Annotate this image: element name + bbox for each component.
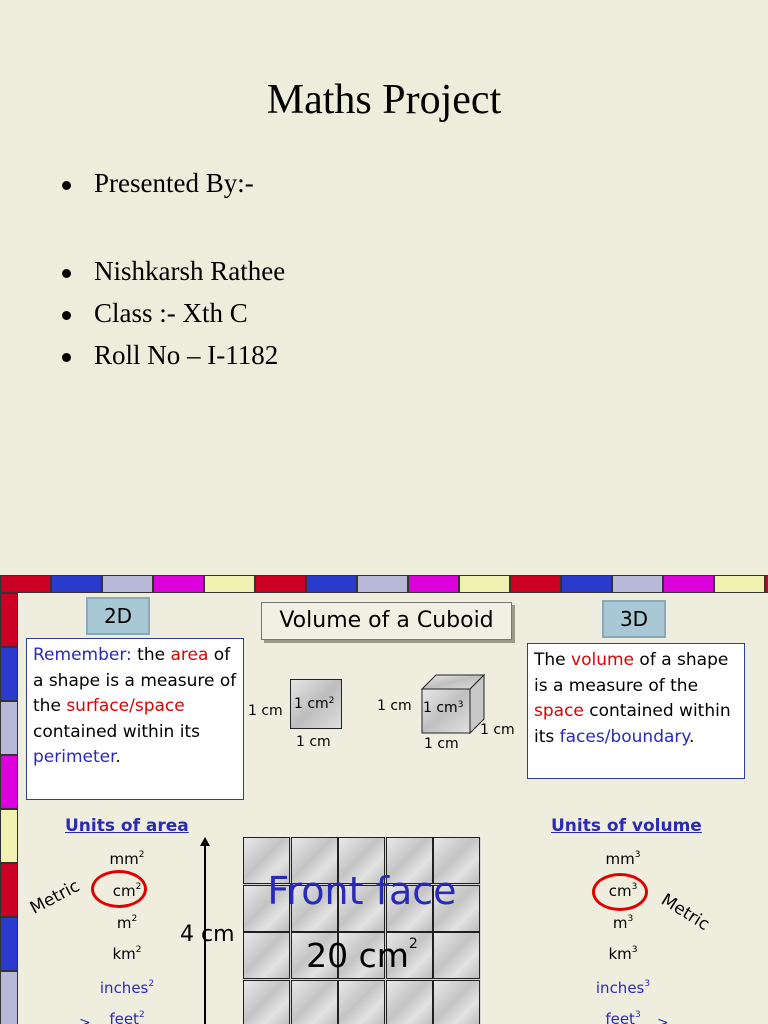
volume-definition-box: The volume of a shape is a measure of th… [527,643,745,779]
unit-square [290,679,342,729]
unit-item: feet2 [109,1010,145,1024]
height-arrow-icon [200,837,210,1024]
unit-item: m3 [612,914,634,932]
unit-item: m2 [116,914,138,932]
grid-cell [290,837,338,884]
bullet-dot-icon [62,269,71,278]
border-tile [0,863,18,917]
border-tile [0,809,18,863]
bullet-dot-icon [62,181,71,190]
grid-cell [385,884,433,932]
border-tile [510,575,561,593]
cube-bottom-label: 1 cm [424,736,459,752]
tag-2d: 2D [86,597,150,635]
bullet-dot-icon [62,311,71,320]
border-tile [765,575,768,593]
unit-item: inches3 [595,979,651,997]
square-bottom-label: 1 cm [296,734,331,750]
volume-slide: 2D 3D Volume of a Cuboid Remember: the a… [0,575,768,1024]
bullet-dot-icon [62,353,71,362]
front-face-area: 20 cm2 [306,936,418,975]
area-definition-box: Remember: the area of a shape is a measu… [26,638,244,800]
highlight-circle-icon [592,873,648,911]
grid-cell [243,884,290,932]
unit-item: cm2 [112,882,142,900]
border-tile [0,701,18,755]
unit-item: km2 [112,945,142,963]
cube-top-label: 1 cm [377,698,412,714]
border-tile [459,575,510,593]
unit-cube-icon [420,673,486,735]
slide-title: Maths Project [266,77,502,123]
grid-cell [243,837,290,884]
grid-cell [290,979,338,1024]
square-side-label: 1 cm [248,703,283,719]
grid-cell [385,837,433,884]
unit-item: feet3 [605,1010,641,1024]
grid-cell [433,837,480,884]
border-tile [0,647,18,701]
grid-cell [338,884,385,932]
unit-cube-label: 1 cm3 [423,700,464,716]
grid-cell [433,884,480,932]
border-tile [51,575,102,593]
grid-cell [290,884,338,932]
cube-right-label: 1 cm [480,722,515,738]
slide-heading: Volume of a Cuboid [261,602,512,640]
unit-item: mm3 [605,850,641,868]
unit-item: mm2 [109,850,145,868]
border-tile [153,575,204,593]
border-tile [0,971,18,1024]
grid-cell [433,932,480,979]
border-tile [408,575,459,593]
grid-cell [338,932,385,979]
unit-square-label: 1 cm2 [294,696,335,712]
border-tile [0,593,18,647]
border-tile [0,755,18,809]
grid-cell [433,979,480,1024]
border-tile [663,575,714,593]
unit-item: cm3 [608,882,638,900]
border-tile [561,575,612,593]
border-tile [612,575,663,593]
grid-cell [385,932,433,979]
border-tile [0,575,51,593]
grid-cell [290,932,338,979]
height-label: 4 cm [180,922,235,947]
grid-cell [338,979,385,1024]
highlight-circle-icon [91,870,147,908]
front-face-grid [243,837,481,1024]
border-tile [357,575,408,593]
border-tile [714,575,765,593]
unit-item: inches2 [99,979,155,997]
title-slide: Maths Project Presented By:- Nishkarsh R… [62,77,502,370]
unit-item: km3 [608,945,638,963]
border-tile [0,917,18,971]
units-of-volume-heading: Units of volume [551,816,702,836]
grid-cell [243,979,290,1024]
border-tile [204,575,255,593]
grid-cell [338,837,385,884]
units-of-area-heading: Units of area [65,816,189,836]
border-tile [255,575,306,593]
border-tile [102,575,153,593]
grid-cell [243,932,290,979]
border-tile [306,575,357,593]
bracket-arrow-icon: > [79,1015,91,1024]
front-face-label: Front face [267,869,457,913]
tag-3d: 3D [602,600,666,638]
bracket-arrow-icon: > [657,1015,669,1024]
grid-cell [385,979,433,1024]
